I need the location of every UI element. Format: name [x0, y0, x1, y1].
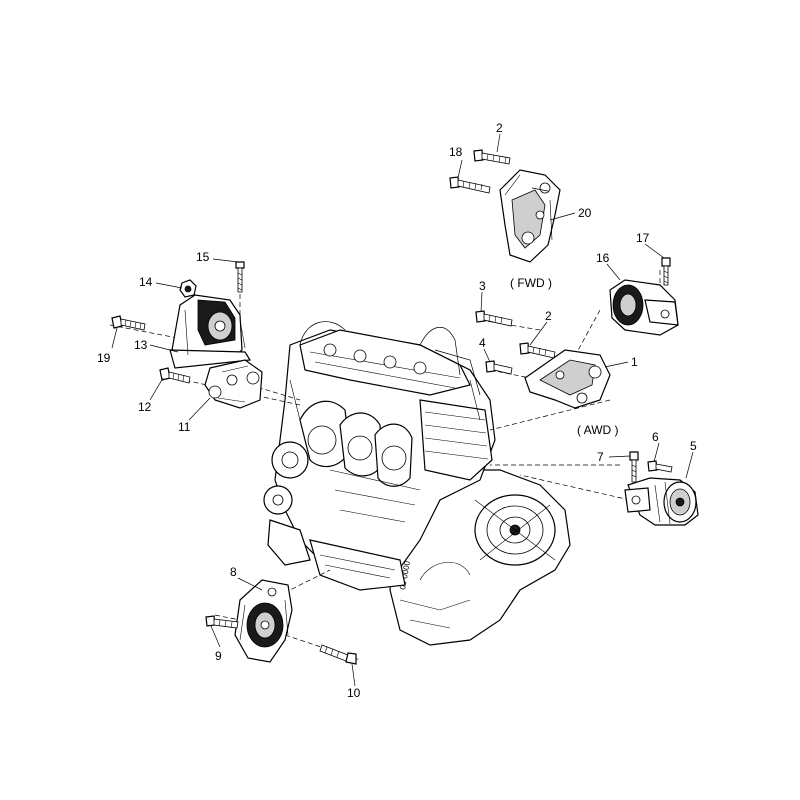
callout-12: 12 — [138, 400, 152, 414]
callout-labels: 2 18 20 15 14 13 19 12 11 3 4 2 1 16 17 … — [97, 121, 697, 700]
callout-11: 11 — [178, 420, 191, 434]
bracket-11 — [204, 359, 263, 409]
bolt-15 — [235, 261, 245, 293]
callout-15: 15 — [196, 250, 210, 264]
engine-mount-16 — [609, 279, 679, 336]
callout-6: 6 — [652, 430, 659, 444]
leader-lines — [111, 133, 694, 687]
bolt-9 — [205, 615, 239, 629]
callout-20: 20 — [578, 206, 592, 220]
callout-1: 1 — [631, 355, 638, 369]
callout-2-awd: 2 — [545, 309, 552, 323]
callout-7: 7 — [597, 450, 604, 464]
callout-13: 13 — [134, 338, 148, 352]
callout-16: 16 — [596, 251, 610, 265]
callout-14: 14 — [139, 275, 153, 289]
bolt-12 — [159, 367, 191, 384]
callout-17: 17 — [636, 231, 650, 245]
callout-4: 4 — [479, 336, 486, 350]
fwd-bracket-20 — [499, 169, 561, 263]
bolt-10 — [319, 644, 357, 665]
callout-2-fwd: 2 — [496, 121, 503, 135]
left-engine-mount-13 — [169, 294, 252, 369]
callout-19: 19 — [97, 351, 111, 365]
awd-bracket-1 — [524, 349, 611, 409]
transmission-mount-5 — [624, 477, 699, 526]
bolt-2-fwd — [473, 149, 511, 165]
callout-9: 9 — [215, 649, 222, 663]
bolt-7 — [629, 451, 639, 483]
bolt-4 — [485, 360, 513, 375]
bolt-2-awd — [519, 342, 556, 359]
callout-3: 3 — [479, 279, 486, 293]
bolt-3 — [475, 310, 513, 327]
lower-mount-8 — [234, 579, 293, 663]
callout-5: 5 — [690, 439, 697, 453]
bolt-18 — [449, 176, 491, 194]
label-fwd: ( FWD ) — [510, 276, 552, 290]
nut-14 — [179, 279, 197, 298]
label-awd: ( AWD ) — [577, 423, 619, 437]
callout-18: 18 — [449, 145, 463, 159]
engine-transaxle-assembly: 00 0000 — [263, 321, 571, 646]
variant-labels: ( FWD ) ( AWD ) — [510, 276, 619, 437]
callout-8: 8 — [230, 565, 237, 579]
bolt-19 — [111, 315, 146, 331]
bolt-17 — [661, 257, 671, 286]
bolt-6 — [647, 460, 673, 473]
callout-10: 10 — [347, 686, 361, 700]
